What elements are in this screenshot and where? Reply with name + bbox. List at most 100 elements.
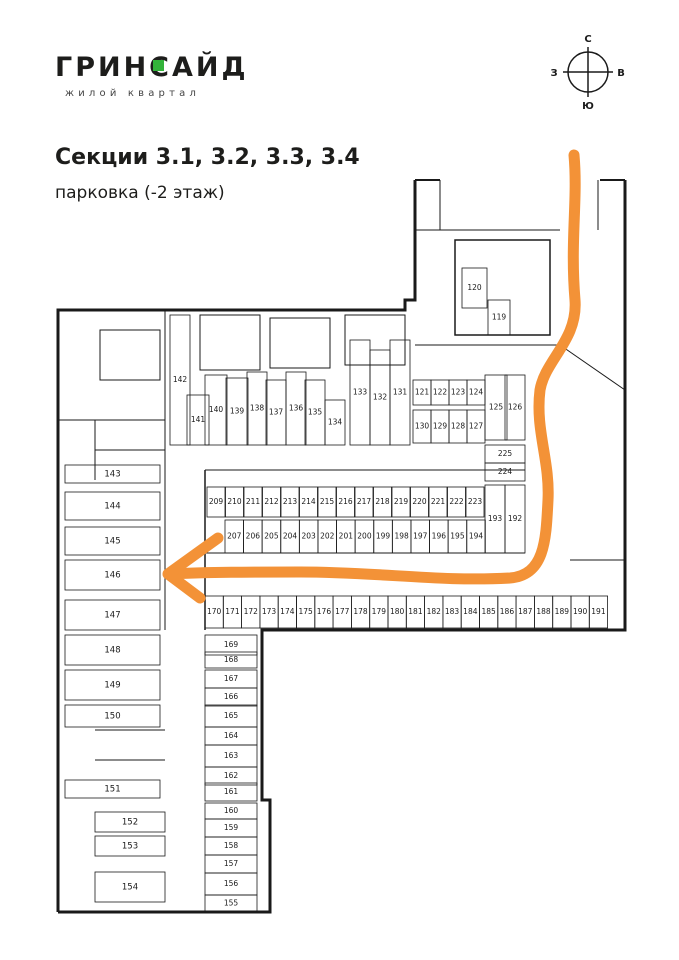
parking-spot-label: 120 xyxy=(467,283,482,292)
parking-spot-139 xyxy=(225,377,249,446)
parking-spot-217 xyxy=(354,486,374,518)
parking-spot-150 xyxy=(64,704,161,728)
parking-spot-label: 162 xyxy=(224,771,239,780)
parking-spot-label: 222 xyxy=(449,497,464,506)
parking-spot-label: 209 xyxy=(209,497,224,506)
parking-spot-label: 187 xyxy=(518,607,533,616)
parking-spot-145 xyxy=(64,526,161,556)
parking-spot-161 xyxy=(204,782,258,802)
parking-spot-label: 169 xyxy=(224,640,239,649)
parking-spot-label: 171 xyxy=(225,607,240,616)
parking-spot-144 xyxy=(64,491,161,521)
parking-spot-221 xyxy=(428,486,448,518)
building-walls xyxy=(56,179,627,914)
parking-spot-label: 213 xyxy=(283,497,298,506)
parking-spot-label: 225 xyxy=(498,449,513,458)
logo-leaf-icon xyxy=(153,60,164,71)
parking-spot-label: 125 xyxy=(489,403,504,412)
parking-spot-label: 131 xyxy=(393,388,408,397)
parking-spot-210 xyxy=(225,486,244,518)
parking-spot-label: 123 xyxy=(451,388,466,397)
parking-spot-label: 210 xyxy=(227,497,242,506)
parking-spot-label: 126 xyxy=(508,403,523,412)
route-arrow-icon xyxy=(162,149,581,604)
parking-spot-147 xyxy=(64,599,161,631)
parking-spot-label: 167 xyxy=(224,674,239,683)
parking-spot-192 xyxy=(504,484,526,554)
parking-spot-194 xyxy=(466,519,486,554)
parking-spot-label: 179 xyxy=(372,607,387,616)
parking-spot-label: 168 xyxy=(224,655,239,664)
parking-spot-label: 212 xyxy=(264,497,279,506)
parking-spot-label: 132 xyxy=(373,393,388,402)
parking-spot-219 xyxy=(391,486,411,518)
parking-spot-223 xyxy=(465,486,485,518)
parking-spot-label: 215 xyxy=(320,497,335,506)
parking-spot-label: 173 xyxy=(262,607,277,616)
parking-spot-216 xyxy=(336,486,355,518)
parking-spot-label: 203 xyxy=(301,532,316,541)
parking-spot-146 xyxy=(64,559,161,591)
parking-spot-label: 158 xyxy=(224,841,239,850)
parking-spot-label: 182 xyxy=(427,607,442,616)
compass-south: Ю xyxy=(582,101,594,112)
parking-spot-label: 221 xyxy=(431,497,446,506)
parking-spot-214 xyxy=(299,486,318,518)
parking-spot-155 xyxy=(204,894,258,913)
parking-spot-label: 202 xyxy=(320,532,335,541)
parking-spot-label: 201 xyxy=(339,532,354,541)
parking-spot-label: 166 xyxy=(224,692,239,701)
parking-spot-152 xyxy=(94,811,166,833)
parking-spot-213 xyxy=(280,486,300,518)
parking-spot-label: 150 xyxy=(104,712,120,722)
parking-spot-label: 177 xyxy=(335,607,350,616)
parking-spot-label: 170 xyxy=(207,607,222,616)
parking-spot-label: 191 xyxy=(591,607,606,616)
parking-spot-215 xyxy=(317,486,337,518)
logo-name: ГРИНСАЙД xyxy=(55,52,249,83)
parking-spot-label: 163 xyxy=(224,751,239,760)
parking-spot-label: 134 xyxy=(328,418,343,427)
parking-spot-label: 130 xyxy=(415,422,430,431)
parking-spot-label: 192 xyxy=(508,514,523,523)
parking-spot-label: 185 xyxy=(481,607,496,616)
parking-spot-label: 207 xyxy=(227,532,242,541)
parking-spot-label: 121 xyxy=(415,388,430,397)
parking-spot-label: 161 xyxy=(224,787,239,796)
parking-spot-153 xyxy=(94,835,166,857)
parking-spot-label: 178 xyxy=(353,607,368,616)
parking-spot-label: 172 xyxy=(244,607,259,616)
parking-spot-label: 144 xyxy=(104,502,120,512)
parking-spot-127 xyxy=(466,409,486,444)
parking-spot-label: 205 xyxy=(264,532,279,541)
parking-spot-label: 164 xyxy=(224,731,239,740)
parking-spot-143 xyxy=(64,464,161,484)
logo: ГРИНСАЙД жилой квартал xyxy=(55,52,249,100)
parking-spot-134 xyxy=(324,399,346,446)
parking-spot-142 xyxy=(169,314,191,446)
parking-spot-138 xyxy=(246,371,268,446)
parking-spot-166 xyxy=(204,687,258,707)
parking-spot-222 xyxy=(447,486,466,518)
parking-spot-224 xyxy=(484,462,526,482)
parking-spot-label: 217 xyxy=(357,497,372,506)
parking-spot-label: 197 xyxy=(413,532,428,541)
parking-spot-label: 142 xyxy=(173,375,188,384)
parking-spot-154 xyxy=(94,871,166,903)
parking-spot-label: 153 xyxy=(122,842,138,852)
parking-spot-label: 181 xyxy=(408,607,423,616)
parking-spot-label: 148 xyxy=(104,646,120,656)
parking-spot-label: 143 xyxy=(104,470,120,480)
page-title: Секции 3.1, 3.2, 3.3, 3.4 xyxy=(55,145,360,170)
compass-east: В xyxy=(617,68,625,79)
parking-spot-label: 165 xyxy=(224,711,239,720)
parking-spot-label: 195 xyxy=(450,532,465,541)
parking-spot-label: 160 xyxy=(224,806,239,815)
parking-spot-162 xyxy=(204,766,258,786)
parking-spot-label: 216 xyxy=(338,497,353,506)
parking-spot-label: 211 xyxy=(246,497,261,506)
parking-spot-label: 196 xyxy=(432,532,447,541)
logo-tagline: жилой квартал xyxy=(65,88,201,99)
parking-spot-label: 137 xyxy=(269,408,284,417)
